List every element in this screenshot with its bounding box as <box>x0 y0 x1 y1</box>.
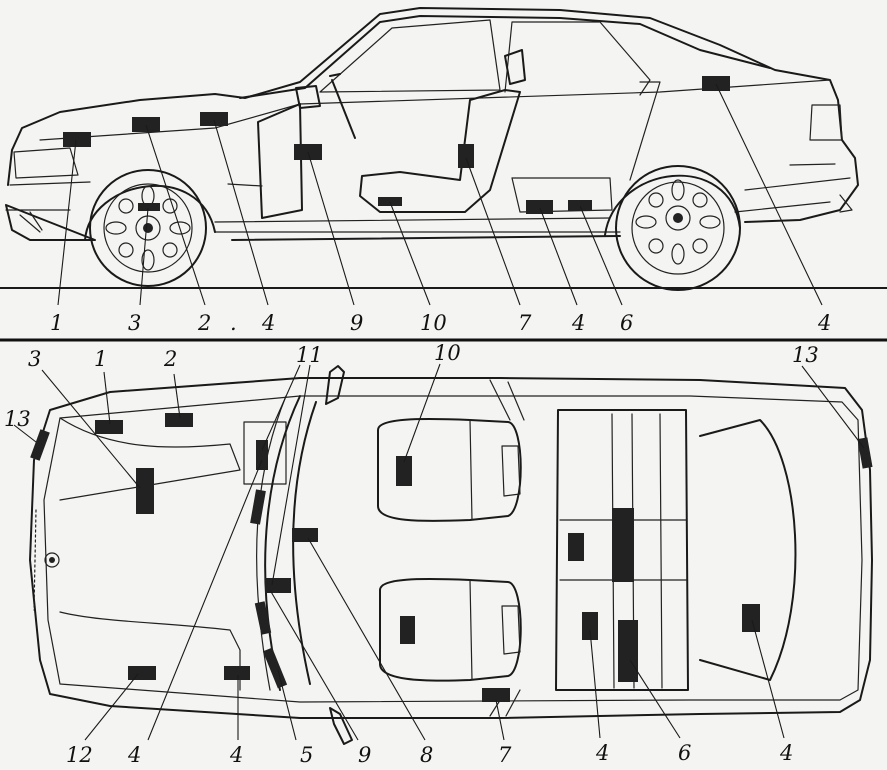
label-side-2: 2 <box>197 311 211 335</box>
rear-window <box>699 419 797 681</box>
label-side-7: 7 <box>518 311 532 335</box>
label-top-5: 5 <box>300 743 313 767</box>
label-side-9: 9 <box>350 311 363 335</box>
label-top-12: 12 <box>66 743 93 767</box>
side-body-outline <box>5 7 859 241</box>
side-leader-lines <box>57 83 823 306</box>
top-view-labels: 3 1 2 11 10 13 13 12 4 4 5 9 8 7 4 6 4 <box>4 341 819 767</box>
label-side-1: 1 <box>50 311 63 335</box>
label-side-4c: 4 <box>817 311 831 335</box>
label-top-13a: 13 <box>4 407 31 431</box>
side-view-labels: 1 3 2 . 4 9 10 7 4 6 4 <box>50 311 831 335</box>
label-top-6: 6 <box>678 741 691 765</box>
right-mirror <box>329 707 353 745</box>
side-mirror <box>295 85 321 109</box>
label-side-4a: 4 <box>261 311 275 335</box>
side-roofline <box>239 15 771 99</box>
grille-dots <box>33 509 37 611</box>
label-top-9: 9 <box>358 743 371 767</box>
front-seat <box>359 49 526 213</box>
rear-details <box>734 104 853 213</box>
label-top-4b: 4 <box>229 743 243 767</box>
label-top-8: 8 <box>420 743 433 767</box>
label-side-3: 3 <box>128 311 141 335</box>
front-door-handle <box>227 183 263 187</box>
open-front-door <box>257 103 303 219</box>
door-lines-top <box>489 379 525 717</box>
label-top-4d: 4 <box>779 741 793 765</box>
hood-emblem <box>44 552 60 568</box>
front-seat-top <box>377 418 522 522</box>
steering-wheel <box>329 73 356 139</box>
top-inner-outline <box>43 395 863 703</box>
label-side-10: 10 <box>420 311 447 335</box>
label-top-4a: 4 <box>127 743 141 767</box>
label-top-2: 2 <box>163 347 177 371</box>
label-top-4c: 4 <box>595 741 609 765</box>
rear-door <box>511 81 661 213</box>
label-top-10: 10 <box>434 341 461 365</box>
side-sill-line <box>214 217 621 233</box>
top-body-outline <box>29 377 873 719</box>
label-top-1: 1 <box>94 347 107 371</box>
side-insulation-pads <box>63 76 730 214</box>
battery-box <box>243 421 287 485</box>
label-top-13b: 13 <box>792 343 819 367</box>
side-window-line <box>319 19 651 96</box>
left-mirror <box>325 365 345 405</box>
rear-wheel <box>604 165 741 291</box>
top-leader-lines <box>13 363 865 741</box>
label-side-dot: . <box>230 311 237 335</box>
hood-lines <box>59 417 241 691</box>
label-top-7: 7 <box>498 743 512 767</box>
top-view <box>13 363 873 745</box>
label-top-11: 11 <box>296 343 323 367</box>
top-insulation-pads <box>30 413 873 702</box>
front-details <box>5 147 91 233</box>
front-seat-bottom <box>379 578 522 682</box>
side-view <box>0 7 887 342</box>
front-wheel <box>84 169 216 287</box>
label-side-6: 6 <box>620 311 633 335</box>
windshield <box>264 395 317 691</box>
label-side-4b: 4 <box>571 311 585 335</box>
label-top-3: 3 <box>28 347 41 371</box>
